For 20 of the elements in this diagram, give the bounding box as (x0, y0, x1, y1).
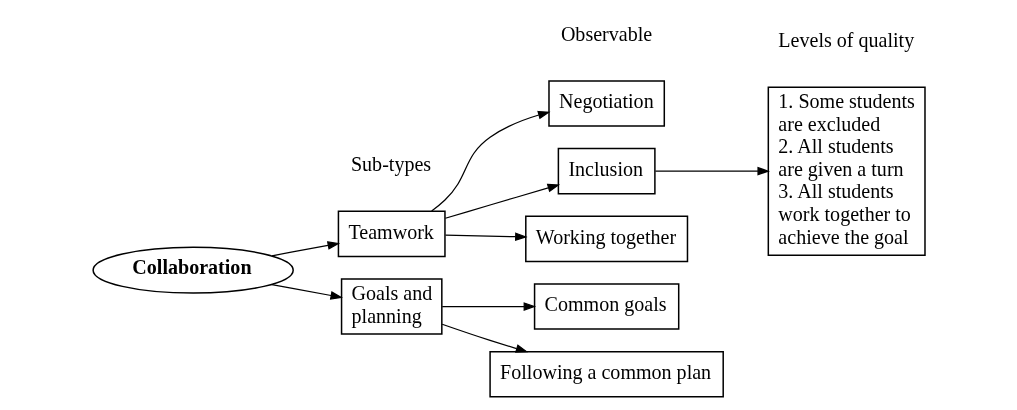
arrow (430, 110, 550, 212)
node-box: Goals and planning (340, 278, 443, 335)
node-box: Following a common plan (488, 350, 724, 398)
label: Sub-types (350, 152, 431, 175)
arrow (441, 302, 536, 311)
node-box: Negotiation (547, 80, 665, 127)
arrow (270, 283, 343, 300)
node-box: Working together (524, 215, 688, 263)
arrow (444, 232, 528, 242)
arrow (441, 323, 528, 353)
node-box: 1. Some students are excluded 2. All students are given a turn 3. All students work together to achieve the goal (767, 86, 926, 256)
node-box: Common goals (533, 283, 679, 330)
arrow (444, 183, 560, 219)
label: Levels of quality (777, 28, 914, 51)
node-ellipse: Collaboration (91, 246, 294, 294)
label: Observable (560, 22, 652, 45)
arrow (654, 166, 770, 176)
node-box: Teamwork (337, 210, 446, 258)
arrow (270, 241, 340, 257)
node-box: Inclusion (557, 147, 656, 195)
